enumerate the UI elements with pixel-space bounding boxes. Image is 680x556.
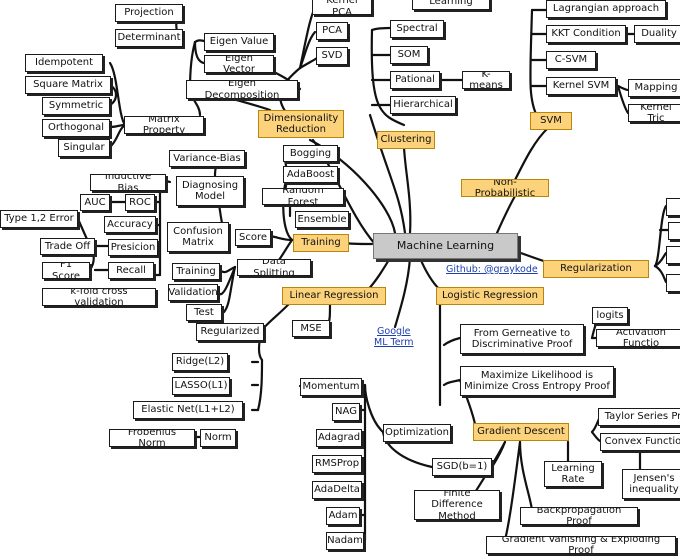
node-kernel-pca: Kernel PCA — [312, 0, 372, 15]
node-logits: logits — [592, 307, 628, 324]
node-training-set: Training — [172, 263, 220, 280]
node-elastic-net: Elastic Net(L1+L2) — [133, 401, 243, 419]
node-adaboost: AdaBoost — [283, 166, 338, 183]
node-singular: Singular — [58, 139, 110, 157]
node-idempotent: Idempotent — [25, 54, 103, 72]
node-roc: ROC — [125, 194, 155, 211]
node-auc: AUC — [80, 194, 110, 211]
node-test: Test — [186, 304, 222, 321]
node-taylor-series: Taylor Series Pr — [598, 408, 680, 426]
node-optimization: Optimization — [383, 424, 451, 442]
github-link[interactable]: Github: @graykode — [446, 264, 538, 275]
node-svm: SVM — [530, 112, 572, 130]
node-eigen-vector: Eigen Vector — [204, 55, 274, 73]
node-ensemble: Ensemble — [295, 211, 349, 228]
node-orthogonal: Orthogonal — [42, 119, 110, 137]
node-type-error: Type 1,2 Error — [0, 210, 78, 228]
node-finite-difference: Finite Difference Method — [414, 490, 500, 520]
node-partial-1 — [666, 198, 680, 216]
node-kernel-svm: Kernel SVM — [546, 77, 616, 95]
node-determinant: Determinant — [115, 29, 183, 47]
node-data-splitting: Data Splitting — [237, 259, 311, 276]
node-momentum: Momentum — [300, 378, 362, 396]
node-validation: Validation — [168, 284, 218, 301]
node-pational: Pational — [390, 71, 440, 89]
node-spectral: Spectral — [390, 20, 444, 38]
node-lagrangian-approach: Lagrangian approach — [546, 0, 666, 18]
node-activation-function: Activation Functio — [596, 329, 680, 347]
node-recall: Recall — [108, 262, 154, 279]
node-trade-off: Trade Off — [40, 238, 95, 255]
node-square-matrix: Square Matrix — [25, 76, 111, 94]
node-pca: PCA — [316, 22, 348, 40]
node-random-forest: Random Forest — [262, 188, 344, 205]
node-c-svm: C-SVM — [546, 51, 596, 69]
node-dimensionality-reduction: Dimensionality Reduction — [258, 110, 344, 138]
node-accuracy: Accuracy — [104, 216, 156, 233]
node-regularized: Regularized — [196, 323, 264, 341]
node-variance-bias: Variance-Bias — [169, 150, 245, 167]
node-f1-score: F1 Score — [42, 262, 90, 279]
node-confusion-matrix: Confusion Matrix — [167, 222, 229, 252]
node-hierarchical: Hierarchical — [390, 96, 456, 114]
node-partial-3 — [666, 246, 680, 264]
node-ridge: Ridge(L2) — [172, 353, 228, 371]
node-nadam: Nadam — [326, 532, 364, 550]
node-diagnosing-model: Diagnosing Model — [176, 176, 244, 206]
node-gradient-descent: Gradient Descent — [473, 423, 569, 441]
node-mse: MSE — [292, 320, 330, 337]
node-max-likelihood: Maximize Likelihood is Minimize Cross En… — [460, 366, 614, 396]
google-ml-term-link[interactable]: Google ML Term — [374, 326, 414, 348]
node-convex-function: Convex Functio — [600, 433, 680, 451]
node-gradient-vanishing: Gradient Vanishing & Exploding Proof — [486, 536, 676, 554]
node-k-fold: k-fold cross validation — [42, 288, 156, 306]
node-symmetric: Symmetric — [42, 97, 110, 115]
node-norm: Norm — [200, 429, 236, 447]
node-adadelta: AdaDelta — [312, 481, 362, 499]
node-machine-learning-root: Machine Learning — [373, 233, 518, 259]
node-rmsprop: RMSProp — [312, 455, 362, 473]
node-clustering: Clustering — [377, 131, 435, 149]
node-partial-4 — [666, 274, 680, 292]
node-nag: NAG — [332, 403, 360, 421]
node-adam: Adam — [326, 507, 360, 525]
node-lasso: LASSO(L1) — [172, 377, 230, 395]
node-bagging: Bogging — [283, 145, 338, 162]
node-frobenius-norm: Frobenius Norm — [109, 429, 195, 447]
node-non-probabilistic: Non-Probabilistic — [461, 179, 549, 197]
node-presicion: Presicion — [108, 239, 158, 256]
node-kkt-condition: KKT Condition — [546, 25, 626, 43]
node-learning: Learning — [412, 0, 490, 10]
node-jensens-inequality: Jensen's inequality — [622, 469, 680, 499]
node-eigen-decomposition: Eigen Decomposition — [186, 80, 298, 99]
node-linear-regression: Linear Regression — [282, 287, 386, 305]
node-training: Training — [293, 234, 349, 252]
node-partial-2 — [668, 222, 680, 240]
node-regularization: Regularization — [543, 260, 649, 278]
node-sgd: SGD(b=1) — [432, 458, 492, 476]
node-som: SOM — [390, 46, 428, 64]
node-adagrad: Adagrad — [316, 429, 362, 447]
node-kernel-trick: Kernel Tric — [628, 104, 680, 122]
node-inductive-bias: Inductive Bias — [90, 174, 166, 191]
node-logistic-regression: Logistic Regression — [436, 287, 544, 305]
node-k-means: K-means — [462, 71, 510, 89]
node-svd: SVD — [316, 47, 348, 65]
node-eigen-value: Eigen Value — [204, 33, 274, 51]
node-backpropagation: Backpropagation Proof — [520, 507, 638, 525]
node-matrix-property: Matrix Property — [124, 116, 204, 134]
node-learning-rate: Learning Rate — [544, 461, 602, 487]
node-duality: Duality — [634, 25, 680, 43]
node-mapping: Mapping — [628, 79, 680, 97]
node-generative-discriminative: From Gerneative to Discriminative Proof — [460, 324, 584, 354]
node-score: Score — [235, 229, 271, 246]
node-projection: Projection — [115, 4, 183, 22]
